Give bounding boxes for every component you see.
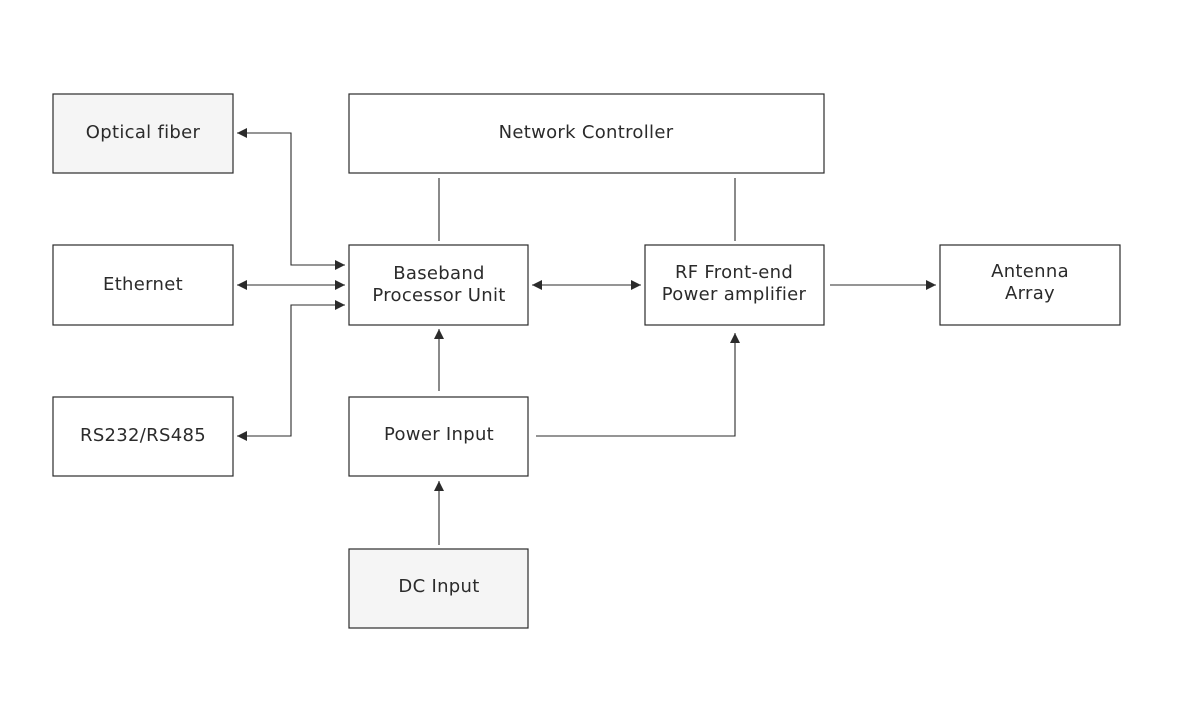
- node-optical-fiber: Optical fiber: [52, 93, 234, 174]
- node-antenna-array: Antenna Array: [939, 244, 1121, 326]
- node-baseband-label-line2: Processor Unit: [372, 285, 505, 306]
- node-rs232-label: RS232/RS485: [80, 425, 206, 446]
- node-baseband-label-line1: Baseband: [393, 263, 485, 284]
- node-rf-frontend-label-line1: RF Front-end: [675, 262, 793, 283]
- node-rf-frontend: RF Front-end Power amplifier: [644, 244, 825, 326]
- node-ethernet: Ethernet: [52, 244, 234, 326]
- node-antenna-label-line1: Antenna: [991, 261, 1069, 282]
- node-network-controller: Network Controller: [348, 93, 825, 174]
- node-power-input-label: Power Input: [384, 424, 494, 445]
- node-antenna-label-line2: Array: [1005, 283, 1055, 304]
- node-ethernet-label: Ethernet: [103, 274, 183, 295]
- edge-baseband-rs232: [237, 300, 345, 441]
- node-optical-fiber-label: Optical fiber: [86, 122, 201, 143]
- edge-power-input-rf-frontend: [536, 333, 740, 437]
- node-network-controller-label: Network Controller: [499, 122, 674, 143]
- node-dc-input-label: DC Input: [398, 576, 479, 597]
- node-baseband: Baseband Processor Unit: [348, 244, 529, 326]
- node-dc-input: DC Input: [348, 548, 529, 629]
- node-power-input: Power Input: [348, 396, 529, 477]
- node-rs232: RS232/RS485: [52, 396, 234, 477]
- node-rf-frontend-label-line2: Power amplifier: [662, 284, 807, 305]
- connectors: [237, 128, 936, 545]
- edge-baseband-optical-fiber: [237, 128, 345, 270]
